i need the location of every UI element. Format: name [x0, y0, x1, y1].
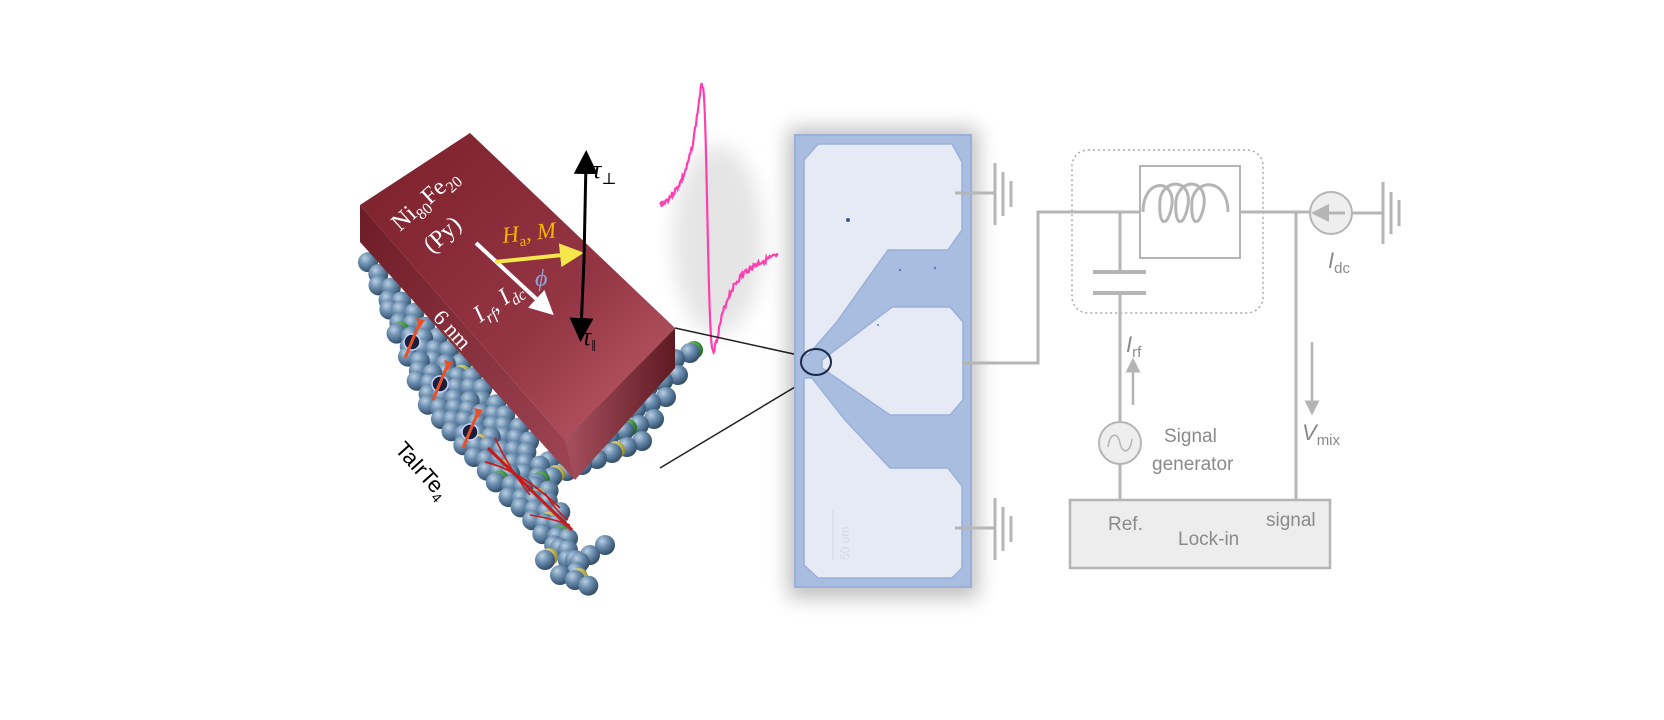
- atom: [535, 550, 555, 570]
- irf-label: Irf: [1126, 332, 1142, 361]
- sample-illustration: Ni80Fe20 (Py) Ha, M ϕ Irf, Idc 6 nm τ⊥ τ…: [357, 133, 703, 596]
- current-direction-arrow: [474, 241, 554, 316]
- ground-pad-top: [803, 143, 963, 356]
- vmix-label: Vmix: [1302, 420, 1341, 449]
- spin-markers: [403, 318, 574, 532]
- slab-right-face: [565, 328, 675, 480]
- atom: [644, 409, 664, 429]
- idc-label: Idc: [1328, 248, 1350, 277]
- fmr-trace: [659, 82, 779, 356]
- slab-top-face: [360, 133, 675, 440]
- atom: [485, 472, 506, 493]
- signal-pad: [821, 306, 964, 416]
- atom: [680, 343, 700, 363]
- torque-par-label: τ‖: [582, 322, 596, 355]
- lock-in-ref-label: Ref.: [1108, 514, 1143, 535]
- permalloy-slab: [360, 133, 675, 480]
- device-micrograph: 50 um: [788, 128, 978, 598]
- spin-icon: [403, 318, 425, 359]
- torque-par-arrow: [569, 259, 594, 342]
- inductor-box: [1139, 165, 1241, 259]
- atom: [632, 431, 652, 451]
- atom: [602, 443, 622, 463]
- ground-icon: [1381, 182, 1401, 244]
- torque-perp-arrow: [573, 150, 598, 261]
- field-direction-arrow: [494, 243, 584, 268]
- atom: [595, 535, 615, 555]
- fmr-spectrum: [659, 82, 779, 356]
- scale-bar-label: 50 um: [838, 527, 852, 560]
- field-label: Ha, M: [500, 217, 560, 252]
- spin-current-streaks: [484, 437, 574, 532]
- spin-icon: [431, 360, 453, 401]
- slab-left-face: [360, 205, 575, 480]
- torque-perp-label: τ⊥: [592, 155, 616, 188]
- device-highlight-circle: [800, 348, 832, 376]
- substrate-label: TaIrTe4: [388, 437, 454, 506]
- atom: [578, 575, 599, 596]
- inductor-icon: [1141, 182, 1230, 224]
- ground-pad-bottom: [803, 377, 963, 579]
- signal-wire: [962, 210, 1140, 365]
- ground-icon: [955, 163, 1013, 225]
- atom: [656, 387, 676, 407]
- sine-wave-icon: [1107, 434, 1133, 452]
- ground-icon: [955, 498, 1013, 560]
- lock-in-signal-label: signal: [1266, 510, 1316, 531]
- circuit-labels: Irf Idc Vmix Signal generator Ref. Lock-…: [1108, 248, 1350, 550]
- angle-phi-label: ϕ: [535, 266, 547, 292]
- spin-icon: [461, 408, 483, 449]
- lock-in-label: Lock-in: [1178, 529, 1239, 550]
- signal-generator-label-line2: generator: [1152, 454, 1234, 475]
- lock-in-amplifier: [1068, 498, 1332, 570]
- bias-tee-box: [1071, 149, 1264, 314]
- signal-generator-label-line1: Signal: [1164, 426, 1217, 447]
- circuit-diagram: [955, 149, 1401, 570]
